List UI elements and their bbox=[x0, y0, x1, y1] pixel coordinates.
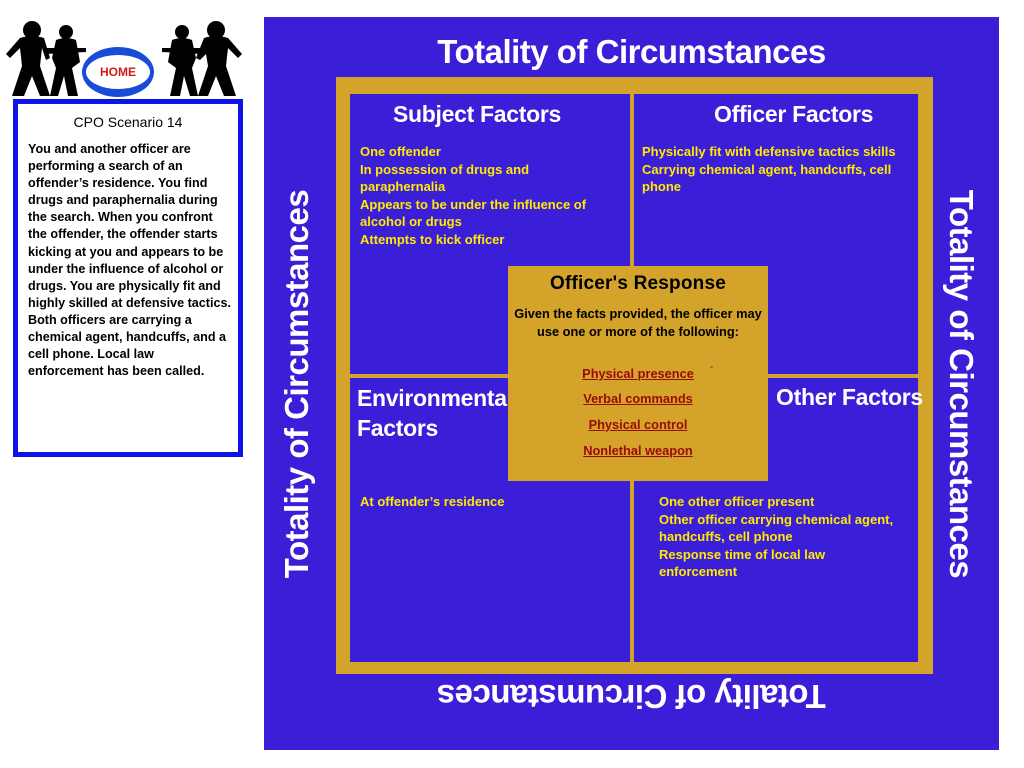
officer-factors-list: Physically fit with defensive tactics sk… bbox=[642, 143, 902, 196]
link-physical-control[interactable]: Physical control bbox=[588, 417, 688, 432]
link-nonlethal-weapon[interactable]: Nonlethal weapon bbox=[583, 443, 693, 458]
scenario-description: You and another officer are performing a… bbox=[28, 142, 231, 379]
response-marker: - bbox=[710, 362, 714, 373]
scenario-panel: CPO Scenario 14 You and another officer … bbox=[13, 99, 243, 457]
factor-item: Physically fit with defensive tactics sk… bbox=[642, 144, 896, 159]
officer-response-box: Officer's Response Given the facts provi… bbox=[508, 266, 768, 481]
environmental-title-line2: Factors bbox=[357, 415, 438, 441]
diagram-title-top: Totality of Circumstances bbox=[437, 33, 826, 70]
factor-item: At offender’s residence bbox=[360, 494, 505, 509]
subject-factors-title: Subject Factors bbox=[393, 101, 562, 127]
officer-silhouettes-logo bbox=[6, 21, 242, 96]
subject-factors-list: One offender In possession of drugs and … bbox=[360, 143, 615, 248]
home-button-inner bbox=[86, 55, 150, 89]
factor-item: Carrying chemical agent, handcuffs, cell… bbox=[642, 161, 892, 195]
diagram-title-left-text: Totality of Circumstances bbox=[278, 189, 315, 579]
other-factors-title: Other Factors bbox=[776, 384, 923, 410]
home-button[interactable]: HOME bbox=[82, 47, 154, 97]
link-verbal-commands[interactable]: Verbal commands bbox=[583, 391, 693, 406]
other-factors-list: One other officer present Other officer … bbox=[659, 493, 899, 581]
environmental-factors-title: Environmental Factors bbox=[357, 383, 517, 443]
factor-item: Response time of local law enforcement bbox=[659, 546, 826, 580]
officer-factors-title: Officer Factors bbox=[714, 101, 874, 127]
environmental-factors-list: At offender’s residence bbox=[360, 493, 600, 511]
diagram-title-bottom: Totality of Circumstances bbox=[437, 678, 826, 715]
factor-item: Other officer carrying chemical agent, h… bbox=[659, 511, 894, 545]
link-physical-presence[interactable]: Physical presence bbox=[582, 366, 694, 381]
home-button-label: HOME bbox=[100, 65, 136, 79]
factor-item: In possession of drugs and paraphernalia bbox=[360, 161, 530, 195]
factor-item: One offender bbox=[360, 144, 441, 159]
factor-item: One other officer present bbox=[659, 494, 815, 509]
factor-item: Appears to be under the influence of alc… bbox=[360, 196, 587, 230]
scenario-title: CPO Scenario 14 bbox=[73, 114, 183, 130]
officer-response-intro: Given the facts provided, the officer ma… bbox=[514, 306, 762, 339]
officer-response-title: Officer's Response bbox=[549, 273, 726, 294]
factor-item: Attempts to kick officer bbox=[360, 231, 505, 247]
environmental-title-line1: Environmental bbox=[357, 385, 513, 411]
totality-diagram: Totality of Circumstances Totality of Ci… bbox=[264, 17, 999, 750]
diagram-title-right-text: Totality of Circumstances bbox=[943, 189, 980, 579]
